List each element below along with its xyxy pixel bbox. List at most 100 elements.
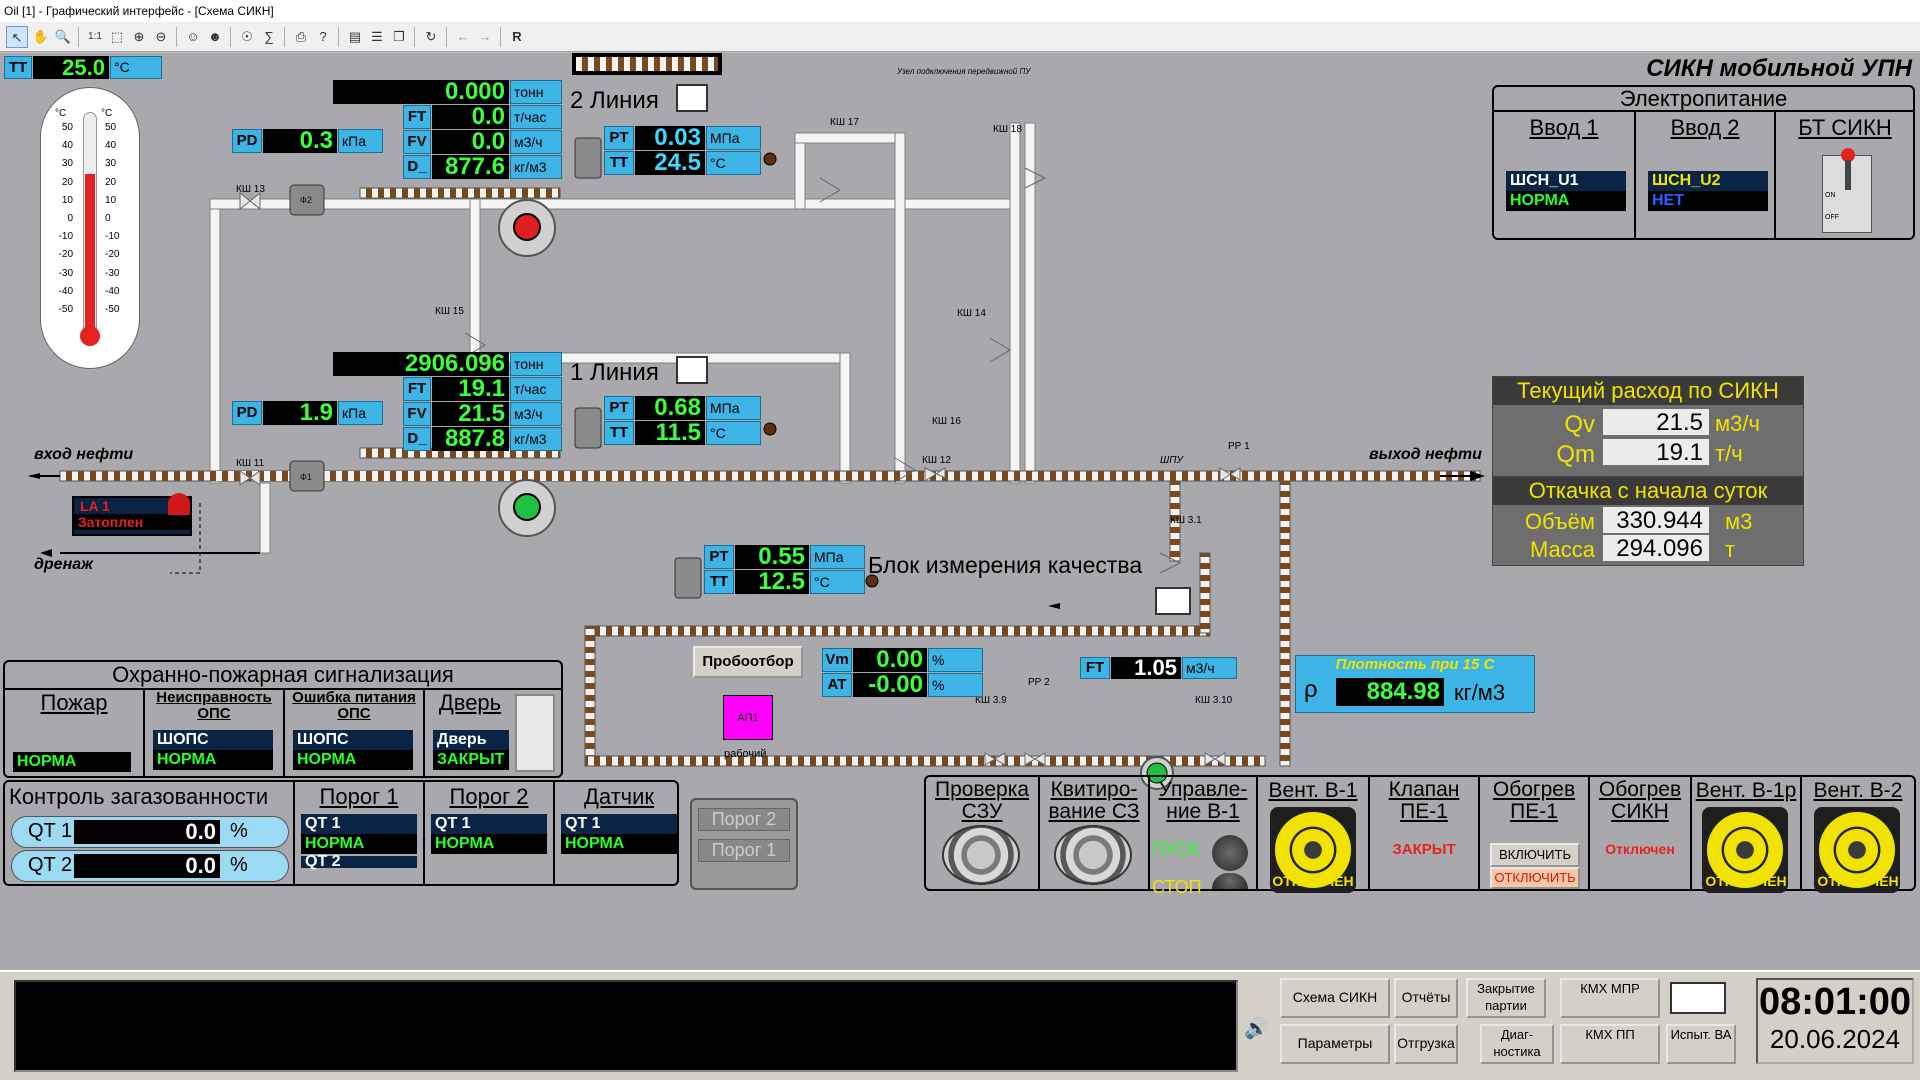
qv-value: 21.5	[1603, 409, 1709, 436]
ops-power-label[interactable]: Ошибка питания ОПС	[292, 689, 416, 722]
pp1-label: РР 1	[1228, 441, 1250, 452]
zoom-in-icon[interactable]: ⊕	[133, 29, 145, 44]
print-icon[interactable]: ⎙	[295, 29, 307, 44]
diagnostics-button[interactable]: Диаг-ностика	[1480, 1024, 1554, 1064]
la1-status: Затоплен	[74, 514, 190, 530]
pointer-tool-icon[interactable]: ↖	[6, 26, 28, 48]
valve-pe1-state: ЗАКРЫТ	[1392, 841, 1456, 858]
binoculars-icon[interactable]: ☉	[241, 29, 253, 44]
line2-ft-label: FT	[403, 105, 431, 129]
heat-sikn-label[interactable]: Обогрев СИКН	[1598, 778, 1682, 823]
quality-at-unit: %	[928, 673, 983, 697]
fire-alarm-label[interactable]: Пожар	[40, 690, 108, 715]
close-batch-button[interactable]: Закрытие партии	[1466, 978, 1546, 1018]
therm-tick-l: 0	[67, 213, 73, 224]
kvit-label[interactable]: Квитиро-вание СЗ	[1048, 778, 1140, 823]
help-icon[interactable]: ?	[319, 29, 327, 44]
szu-button[interactable]	[942, 825, 1020, 885]
qm-unit: т/ч	[1715, 441, 1743, 466]
hand-tool-icon[interactable]: ✋	[32, 29, 50, 44]
power-in2[interactable]: Ввод 2	[1670, 115, 1740, 140]
zoom-tool-icon[interactable]: 🔍	[54, 29, 72, 44]
power-panel: Электропитание Ввод 1 Ввод 2 БТ СИКН ШСН…	[1492, 85, 1915, 240]
szu-check-label[interactable]: Проверка СЗУ	[934, 778, 1030, 823]
layout-icon[interactable]: ▤	[348, 29, 362, 44]
line1-pump-icon[interactable]	[513, 493, 541, 521]
forward-arrow-icon[interactable]: →	[478, 29, 492, 44]
sensor-label[interactable]: Датчик	[583, 784, 655, 809]
ops-fault-label[interactable]: Неисправность ОПС	[156, 689, 272, 722]
line2-mass: 0.000	[333, 80, 509, 104]
shipment-button[interactable]: Отгрузка	[1394, 1024, 1458, 1064]
user-icon[interactable]: ☻	[208, 29, 222, 44]
speaker-icon[interactable]: 🔊	[1244, 1018, 1269, 1040]
door-state: ЗАКРЫТ	[433, 750, 509, 770]
line1-trend-icon[interactable]	[676, 356, 708, 384]
start-label: ПУСК	[1152, 839, 1200, 859]
scheme-sikn-button[interactable]: Схема СИКН	[1280, 978, 1390, 1018]
threshold1-label[interactable]: Порог 1	[319, 784, 399, 809]
door-label[interactable]: Дверь	[438, 690, 502, 715]
fire-panel: Охранно-пожарная сигнализация Пожар НОРМ…	[3, 660, 563, 778]
ap1-sampler[interactable]: АП1	[723, 695, 773, 740]
line2-trend-icon[interactable]	[676, 84, 708, 112]
valve-pe1-label[interactable]: Клапан ПЕ-1	[1388, 778, 1460, 823]
start-button[interactable]	[1212, 835, 1248, 871]
sampler-button[interactable]: Пробоотбор	[693, 646, 803, 678]
therm-tick-r: 10	[105, 194, 117, 206]
line2-pump-icon[interactable]	[513, 213, 541, 241]
quality-trend-icon[interactable]	[1155, 587, 1191, 615]
therm-tick-r: -40	[105, 285, 120, 297]
event-log[interactable]	[14, 980, 1238, 1072]
calc-icon[interactable]: ∑	[264, 29, 274, 44]
power-in1[interactable]: Ввод 1	[1529, 115, 1599, 140]
power-bt[interactable]: БТ СИКН	[1798, 115, 1892, 140]
therm-tick-l: -10	[58, 231, 73, 243]
line1-mass-unit: тонн	[510, 352, 562, 376]
reports-button[interactable]: Отчёты	[1394, 978, 1458, 1018]
gas-title: Контроль загазованности	[9, 784, 269, 809]
ksh14-label: КШ 14	[957, 308, 986, 319]
params-button[interactable]: Параметры	[1280, 1024, 1390, 1064]
toolbar: ↖ ✋ 🔍 1:1 ⬚ ⊕ ⊖ ☺ ☻ ☉ ∑ ⎙ ? ▤ ☰ ❐ ↻ ← → …	[0, 22, 1920, 52]
heat-on-button[interactable]: ВКЛЮЧИТЬ	[1490, 843, 1580, 867]
windows-icon[interactable]: ❐	[393, 29, 405, 44]
v2-label[interactable]: Вент. В-2	[1813, 779, 1903, 802]
stop-button[interactable]	[1212, 873, 1248, 889]
power-title: Электропитание	[1494, 87, 1913, 112]
refresh-icon[interactable]: ↻	[425, 29, 437, 44]
zoom-fit-icon[interactable]: ⬚	[110, 29, 124, 44]
tt-header-value: 25.0	[33, 56, 109, 79]
p1-qt1: QT 1	[301, 814, 417, 834]
ops-power-state: НОРМА	[293, 750, 413, 770]
list-icon[interactable]: ☰	[371, 29, 383, 44]
mass-label: Масса	[1529, 537, 1595, 562]
zoom-100-icon[interactable]: 1:1	[88, 31, 102, 42]
test-va-button[interactable]: Испыт. ВА	[1666, 1024, 1736, 1064]
density-unit: кг/м3	[1454, 680, 1506, 705]
v1-control-label[interactable]: Управле-ние В-1	[1158, 778, 1248, 823]
v2-state: ОТКЛЮЧЕН	[1817, 873, 1899, 889]
v1-label[interactable]: Вент. В-1	[1268, 779, 1358, 802]
ops-fault-name: ШОПС	[153, 730, 273, 750]
trends-icon[interactable]	[1670, 982, 1726, 1014]
kmh-pp-button[interactable]: КМХ ПП	[1560, 1024, 1660, 1064]
drain-label: дренаж	[34, 556, 93, 573]
therm-tick-l: -40	[58, 285, 73, 297]
p2-qt1-state: НОРМА	[431, 834, 547, 854]
v1r-label[interactable]: Вент. В-1р	[1695, 779, 1797, 802]
users-icon[interactable]: ☺	[186, 29, 200, 44]
zoom-out-icon[interactable]: ⊖	[155, 29, 167, 44]
r-button[interactable]: R	[512, 29, 522, 44]
therm-unit-left: °C	[55, 108, 67, 119]
heat-off-button[interactable]: ОТКЛЮЧИТЬ	[1490, 867, 1580, 889]
line1-pt-unit: МПа	[706, 396, 761, 420]
line2-fv-label: FV	[403, 130, 431, 154]
heat-pe1-label[interactable]: Обогрев ПЕ-1	[1492, 778, 1576, 823]
kmh-mpr-button[interactable]: КМХ МПР	[1560, 978, 1660, 1018]
back-arrow-icon[interactable]: ←	[456, 29, 470, 44]
la1-indicator[interactable]: LA 1 Затоплен	[72, 496, 192, 536]
kvit-button[interactable]	[1054, 825, 1132, 885]
bt-switch[interactable]: ON OFF	[1822, 148, 1872, 233]
threshold2-label[interactable]: Порог 2	[449, 784, 529, 809]
